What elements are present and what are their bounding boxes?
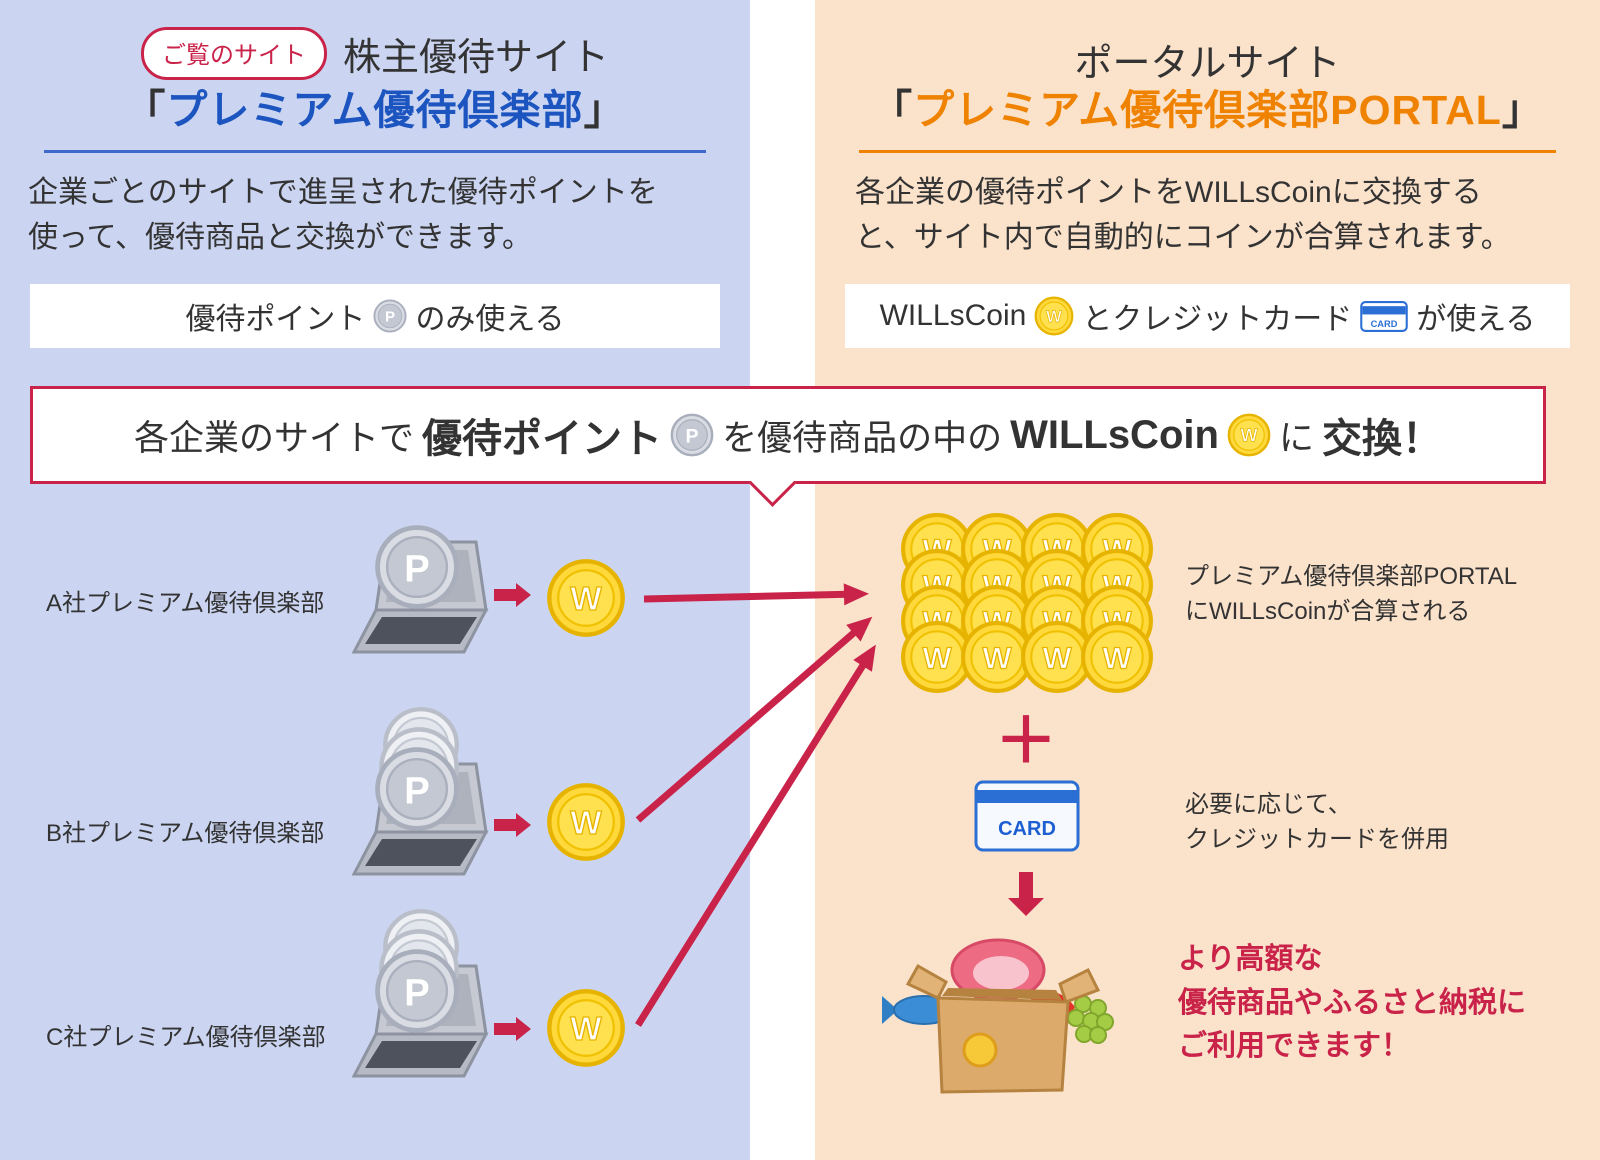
banner-seg3: を優待商品の中の [722,418,1003,458]
arrow-right-icon [494,1017,531,1041]
card-caption-line1: 必要に応じて、 [1185,791,1352,818]
left-box-prefix: 優待ポイント [185,303,366,336]
company-row-label: B社プレミアム優待倶楽部 [46,820,325,847]
banner-seg5: に [1278,418,1314,458]
willscoin-cluster [900,512,1156,696]
left-box-suffix: のみ使える [415,303,565,336]
bracket-open: 「 [124,87,167,133]
laptop-with-points-a [352,538,502,660]
bracket-open: 「 [871,87,914,133]
left-site-name: プレミアム優待倶楽部 [166,87,584,133]
grapes-icon [1067,995,1114,1044]
box-icon [905,963,1101,1094]
exchange-banner: 各企業のサイトで 優待ポイント を優待商品の中の WILLsCoin に 交換！ [30,386,1546,484]
banner-seg2: 優待ポイント [422,417,663,461]
card-label: CARD [1371,318,1398,328]
right-panel-title: ポータルサイト [1074,43,1341,85]
right-desc-line1: 各企業の優待ポイントをWILLsCoinに交換する [855,176,1482,209]
point-coin-icon [374,524,460,610]
willscoin-icon [546,558,626,638]
willscoin-icon [1227,413,1271,457]
card-caption-line2: クレジットカードを併用 [1185,825,1449,853]
point-coin-icon [373,299,407,333]
banner-seg1: 各企業のサイトで [134,418,415,458]
goods-caption-line3: ご利用できます！ [1178,1030,1411,1062]
company-row-label: C社プレミアム優待倶楽部 [46,1024,326,1051]
goods-caption: より高額な 優待商品やふるさと納税に ご利用できます！ [1178,938,1526,1069]
right-desc-line2: と、サイト内で自動的にコインが合算されます。 [855,221,1511,254]
coins-caption-line1: プレミアム優待倶楽部PORTAL [1185,563,1518,590]
left-description: 企業ごとのサイトで進呈された優待ポイントを 使って、優待商品と交換ができます。 [28,170,658,260]
arrow-right-icon [494,813,531,837]
left-info-box: 優待ポイント のみ使える [30,284,720,348]
goods-illustration [882,938,1114,1094]
down-arrow-icon [1008,872,1044,916]
left-panel-subtitle: 「プレミアム優待倶楽部」 [0,76,750,136]
orange-icon [962,1032,998,1068]
coins-caption: プレミアム優待倶楽部PORTAL にWILLsCoinが合算される [1185,560,1517,630]
right-info-box: WILLsCoin とクレジットカード CARD が使える [845,284,1570,348]
right-panel-subtitle: 「プレミアム優待倶楽部PORTAL」 [815,76,1600,136]
right-description: 各企業の優待ポイントをWILLsCoinに交換する と、サイト内で自動的にコイン… [855,170,1511,260]
right-box-part2: とクレジットカード [1082,303,1353,336]
left-panel: ご覧のサイト 株主優待サイト 「プレミアム優待倶楽部」 企業ごとのサイトで進呈さ… [0,0,750,1160]
goods-caption-line2: 優待商品やふるさと納税に [1178,986,1527,1019]
bracket-close: 」 [1501,87,1544,133]
left-divider [44,150,706,153]
meat-icon [950,938,1046,1002]
arrow-right-icon [494,583,531,607]
point-coin-icon [374,948,460,1034]
left-desc-line1: 企業ごとのサイトで進呈された優待ポイントを [28,176,658,209]
plus-icon: ＋ [994,707,1057,776]
right-box-part1: WILLsCoin [879,299,1027,332]
card-label: CARD [998,818,1056,840]
left-panel-title: 株主優待サイト [342,37,609,79]
goods-caption-line1: より高額な [1178,943,1323,975]
credit-card-icon: CARD [974,780,1080,852]
willscoin-icon [546,988,626,1068]
point-coin-icon [374,746,460,832]
bracket-close: 」 [583,87,626,133]
banner-seg6: 交換！ [1321,417,1442,461]
banner-seg4: WILLsCoin [1010,412,1219,457]
left-title-row: ご覧のサイト 株主優待サイト [0,26,750,81]
left-desc-line2: 使って、優待商品と交換ができます。 [28,221,532,254]
company-row-label: A社プレミアム優待倶楽部 [46,590,325,617]
willscoin-icon [1080,620,1154,694]
laptop-with-points-c [352,962,502,1084]
willscoin-icon [546,782,626,862]
point-coin-icon [670,413,714,457]
current-site-badge: ご覧のサイト [140,27,327,80]
coins-caption-line2: にWILLsCoinが合算される [1185,597,1471,625]
right-site-name: プレミアム優待倶楽部PORTAL [913,87,1502,133]
card-caption: 必要に応じて、 クレジットカードを併用 [1185,788,1449,858]
right-box-part3: が使える [1416,303,1536,336]
laptop-with-points-b [352,760,502,882]
willscoin-icon [1034,296,1074,336]
right-divider [859,150,1556,153]
credit-card-icon: CARD [1360,300,1409,332]
